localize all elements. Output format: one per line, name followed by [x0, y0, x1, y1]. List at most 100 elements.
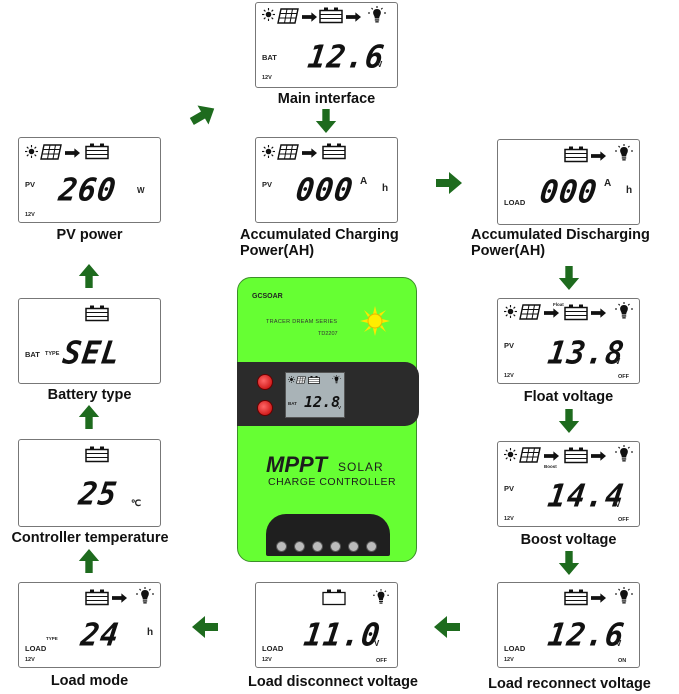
panel-boost-voltage: Boost PV 14.4 V 12V OFF — [497, 441, 640, 527]
left-arrow-icon — [434, 616, 460, 638]
sun-icon — [25, 145, 38, 158]
panel-unit: V — [377, 60, 383, 69]
right-arrow-icon — [302, 148, 317, 158]
panel-unit: V — [615, 357, 621, 366]
down-arrow-icon — [558, 266, 580, 290]
panel-label: LOAD — [504, 644, 526, 653]
bulb-icon — [368, 6, 386, 24]
panel-value: 11.0 — [301, 617, 383, 654]
caption-line: Power(AH) — [471, 243, 546, 259]
panel-pv-power: PV 260 W 12V — [18, 137, 161, 223]
solar-panel-icon — [519, 447, 541, 463]
sun-icon — [262, 145, 275, 158]
battery-icon — [85, 305, 109, 322]
caption-load-reconnect-voltage: Load reconnect voltage — [488, 676, 651, 692]
panel-value: 000 — [293, 172, 356, 209]
sun-icon — [504, 305, 517, 318]
battery-icon — [85, 143, 109, 160]
system-voltage: 12V — [262, 75, 272, 81]
panel-label: BAT — [25, 350, 40, 359]
panel-label: PV — [262, 180, 273, 189]
panel-value: SEL — [60, 335, 123, 372]
panel-label: BAT — [262, 53, 277, 62]
battery-icon — [319, 7, 343, 24]
device-mppt-label: MPPT — [266, 452, 328, 477]
right-arrow-icon — [112, 593, 127, 603]
panel-accumulated-discharging: LOAD 000 A h — [497, 139, 640, 225]
right-arrow-icon — [346, 12, 361, 22]
battery-icon — [85, 446, 109, 463]
right-arrow-icon — [65, 148, 80, 158]
down-arrow-icon — [315, 109, 337, 133]
solar-panel-icon — [277, 8, 299, 24]
diagonal-arrow-icon — [186, 99, 220, 131]
system-voltage: 12V — [262, 657, 272, 663]
caption-accumulated-charging: Accumulated Charging Power(AH) — [240, 227, 399, 259]
panel-unit-h: h — [382, 183, 389, 194]
right-arrow-icon — [591, 593, 606, 603]
panel-label: LOAD — [504, 198, 526, 207]
caption-battery-type: Battery type — [47, 387, 132, 403]
sun-icon — [262, 8, 275, 21]
device-button-bottom[interactable] — [257, 400, 273, 416]
caption-boost-voltage: Boost voltage — [520, 532, 617, 548]
solar-panel-icon — [296, 376, 306, 384]
charge-controller-device: GCSOAR TRACER DREAM SERIES TD2207 BAT 12… — [237, 277, 419, 562]
right-arrow-icon — [302, 12, 317, 22]
panel-battery-type: BAT TYPE SEL — [18, 298, 161, 384]
caption-load-disconnect-voltage: Load disconnect voltage — [248, 674, 418, 690]
output-state: ON — [618, 658, 627, 664]
bulb-icon — [373, 589, 389, 605]
terminal-screw — [366, 541, 377, 552]
caption-line: Accumulated Charging — [240, 227, 399, 243]
up-arrow-icon — [78, 405, 100, 429]
up-arrow-icon — [78, 264, 100, 288]
up-arrow-icon — [78, 549, 100, 573]
system-voltage: 12V — [504, 657, 514, 663]
panel-load-mode: TYPE LOAD 24 h 12V — [18, 582, 161, 668]
panel-sublabel: TYPE — [46, 636, 58, 641]
system-voltage: 12V — [504, 516, 514, 522]
terminal-screw — [294, 541, 305, 552]
caption-float-voltage: Float voltage — [523, 389, 614, 405]
battery-icon — [564, 146, 588, 163]
panel-value: 12.6 — [545, 617, 627, 654]
output-state: OFF — [618, 374, 629, 380]
device-button-top[interactable] — [257, 374, 273, 390]
sun-icon — [360, 306, 390, 336]
panel-accumulated-charging: PV 000 A h — [255, 137, 398, 223]
panel-unit-a: A — [360, 176, 368, 187]
lcd-label: BAT — [288, 401, 297, 406]
device-series: TRACER DREAM SERIES — [266, 319, 338, 325]
caption-load-mode: Load mode — [50, 673, 129, 689]
device-terminal-block — [266, 514, 390, 556]
bulb-icon — [615, 587, 633, 605]
right-arrow-icon — [436, 172, 462, 194]
panel-unit: W — [137, 186, 145, 195]
left-arrow-icon — [192, 616, 218, 638]
panel-sublabel: TYPE — [45, 351, 60, 357]
panel-float-voltage: Float PV 13.8 V 12V OFF — [497, 298, 640, 384]
panel-label: PV — [25, 180, 36, 189]
caption-controller-temperature: Controller temperature — [11, 530, 169, 546]
stage-tag: Float — [553, 302, 564, 307]
battery-icon — [322, 589, 346, 606]
panel-unit: V — [616, 639, 622, 648]
bulb-icon — [332, 375, 341, 384]
bulb-icon — [136, 587, 154, 605]
panel-unit: V — [374, 639, 380, 648]
battery-icon — [564, 447, 588, 464]
right-arrow-icon — [591, 308, 606, 318]
down-arrow-icon — [558, 551, 580, 575]
panel-controller-temperature: 25 ℃ — [18, 439, 161, 527]
device-control-face: BAT 12.8 V — [237, 362, 419, 426]
right-arrow-icon — [591, 451, 606, 461]
caption-main-interface: Main interface — [277, 91, 376, 107]
panel-value: 260 — [56, 172, 119, 209]
device-model: TD2207 — [318, 331, 338, 337]
panel-load-disconnect-voltage: LOAD 11.0 V 12V OFF — [255, 582, 398, 668]
panel-load-reconnect-voltage: LOAD 12.6 V 12V ON — [497, 582, 640, 668]
terminal-screw — [312, 541, 323, 552]
right-arrow-icon — [544, 308, 559, 318]
solar-panel-icon — [277, 144, 299, 160]
